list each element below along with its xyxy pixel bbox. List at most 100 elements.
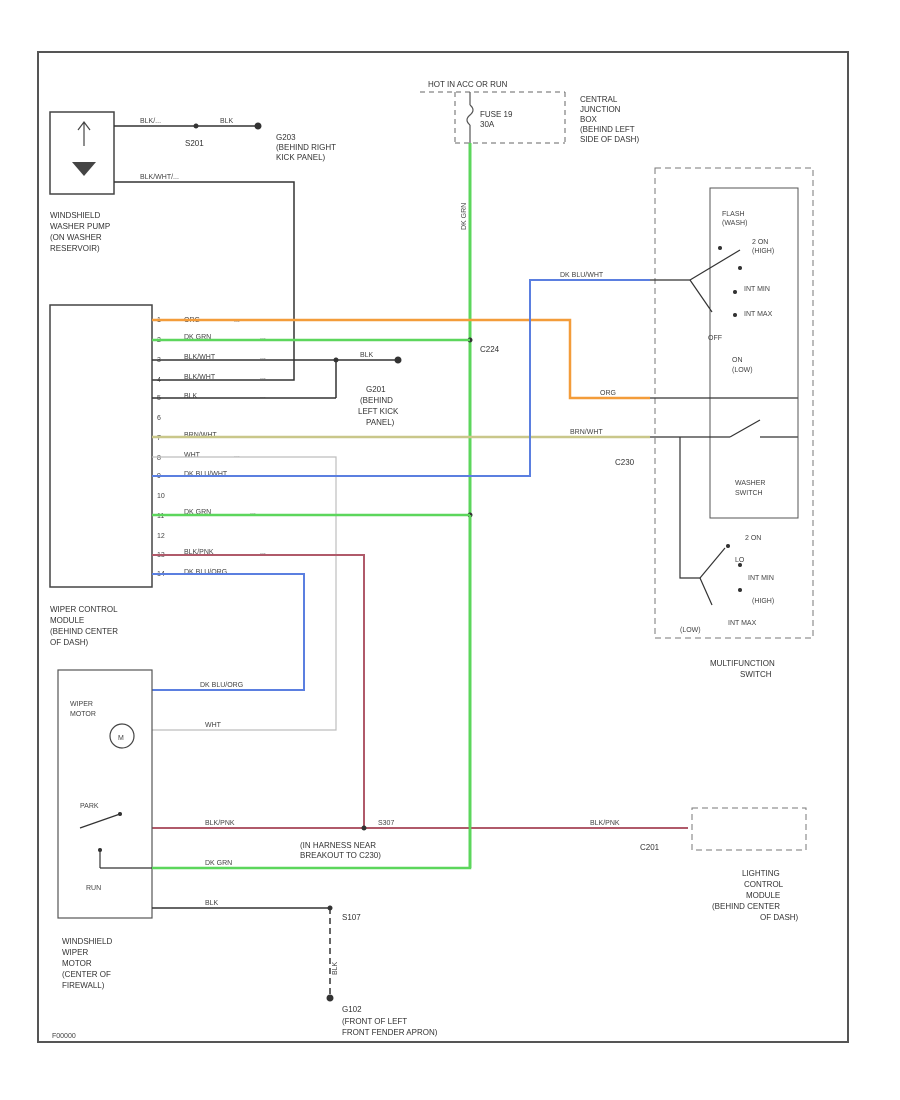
svg-text:DK GRN: DK GRN	[184, 509, 211, 516]
blk-vert-label: BLK	[332, 961, 339, 975]
svg-text:INT MIN: INT MIN	[744, 286, 770, 293]
svg-text:2 ON: 2 ON	[745, 535, 761, 542]
svg-text:DK GRN: DK GRN	[184, 334, 211, 341]
svg-text:...: ...	[284, 569, 290, 576]
svg-text:OFF: OFF	[708, 335, 722, 342]
svg-text:(WASH): (WASH)	[722, 220, 747, 227]
pump-wire2-label: BLK/WHT/...	[140, 174, 179, 181]
svg-text:...: ...	[260, 432, 266, 439]
s201-label: S201	[185, 139, 204, 148]
motor-wire-green-label: DK GRN	[205, 860, 232, 867]
svg-text:WHT: WHT	[184, 452, 201, 459]
motor-wire-brn-label: BLK/PNK	[205, 820, 235, 827]
c201-label: C201	[640, 843, 660, 852]
run-label: RUN	[86, 885, 101, 892]
svg-text:...: ...	[260, 393, 266, 400]
svg-text:INT MAX: INT MAX	[744, 311, 773, 318]
svg-text:MODULE: MODULE	[50, 616, 84, 625]
svg-text:JUNCTION: JUNCTION	[580, 105, 621, 114]
washer-pump-label: WINDSHIELD WASHER PUMP (ON WASHER RESERV…	[50, 211, 110, 253]
svg-text:PANEL): PANEL)	[366, 418, 395, 427]
svg-text:...: ...	[260, 374, 266, 381]
svg-text:WASHER: WASHER	[735, 480, 765, 487]
svg-text:FRONT FENDER APRON): FRONT FENDER APRON)	[342, 1028, 438, 1037]
multifunction-switch-box	[654, 167, 814, 639]
fuse-amp: 30A	[480, 120, 495, 129]
vertical-wire-label: DK GRN	[461, 203, 468, 230]
svg-text:...: ...	[260, 549, 266, 556]
svg-text:(HIGH): (HIGH)	[752, 248, 774, 255]
svg-text:G203: G203	[276, 133, 296, 142]
svg-text:LO: LO	[735, 557, 745, 564]
cjb-label: CENTRAL JUNCTION BOX (BEHIND LEFT SIDE O…	[580, 95, 639, 144]
s307-dot	[361, 825, 367, 831]
pump-return-wire	[114, 181, 295, 381]
svg-text:4: 4	[157, 377, 161, 384]
washer-pump-motor-icon	[72, 121, 96, 176]
svg-text:RESERVOIR): RESERVOIR)	[50, 244, 100, 253]
svg-text:DK BLU/WHT: DK BLU/WHT	[184, 471, 228, 478]
lighting-control-module-box	[691, 807, 807, 851]
svg-text:WIPER CONTROL: WIPER CONTROL	[50, 605, 118, 614]
svg-text:WASHER PUMP: WASHER PUMP	[50, 222, 110, 231]
multifunction-switch-label: MULTIFUNCTION SWITCH	[710, 659, 775, 679]
svg-text:2 ON: 2 ON	[752, 239, 768, 246]
svg-text:SIDE OF DASH): SIDE OF DASH)	[580, 135, 639, 144]
svg-text:10: 10	[157, 493, 165, 500]
svg-text:WINDSHIELD: WINDSHIELD	[50, 211, 100, 220]
mfs-tan-wire-label: BRN/WHT	[570, 429, 603, 436]
svg-text:...: ...	[260, 334, 266, 341]
svg-text:BREAKOUT TO C230): BREAKOUT TO C230)	[300, 851, 381, 860]
svg-text:(ON WASHER: (ON WASHER	[50, 233, 102, 242]
multifunction-inner-box	[709, 187, 799, 519]
motor-wire-white-label: WHT	[205, 722, 222, 729]
svg-text:DK BLU/ORG: DK BLU/ORG	[184, 569, 227, 576]
svg-text:MOTOR: MOTOR	[62, 959, 92, 968]
svg-text:G201: G201	[366, 385, 386, 394]
c224-label: C224	[480, 345, 500, 354]
svg-text:CENTRAL: CENTRAL	[580, 95, 618, 104]
svg-text:WINDSHIELD: WINDSHIELD	[62, 937, 112, 946]
svg-text:(LOW): (LOW)	[680, 627, 701, 634]
diagram-frame	[37, 51, 849, 1043]
g203-ground-icon	[254, 122, 262, 130]
svg-text:FIREWALL): FIREWALL)	[62, 981, 105, 990]
svg-text:BLK/PNK: BLK/PNK	[184, 549, 214, 556]
orange-wire	[152, 318, 650, 400]
svg-text:(IN HARNESS NEAR: (IN HARNESS NEAR	[300, 841, 376, 850]
wiper-control-module-box	[49, 304, 153, 588]
s307-label: S307	[378, 820, 394, 827]
svg-text:FLASH: FLASH	[722, 211, 745, 218]
svg-text:INT MAX: INT MAX	[728, 620, 757, 627]
motor-wire-blue-label: DK BLU/ORG	[200, 682, 243, 689]
hot-label: HOT IN ACC OR RUN	[428, 80, 508, 89]
svg-text:MODULE: MODULE	[746, 891, 780, 900]
g102-label: G102	[342, 1005, 362, 1014]
module-pin-list: 1 2 3 4 5 6 7 8 9 10 11 12 13 14	[157, 317, 165, 578]
lighting-wire-label: BLK/PNK	[590, 820, 620, 827]
s107-label: S107	[342, 913, 361, 922]
wiper-module-label: WIPER CONTROL MODULE (BEHIND CENTER OF D…	[50, 605, 118, 647]
svg-text:(BEHIND CENTER: (BEHIND CENTER	[712, 902, 780, 911]
wiper-motor-inner-label: WIPER MOTOR	[70, 701, 96, 718]
svg-text:(HIGH): (HIGH)	[752, 598, 774, 605]
svg-text:BLK/WHT: BLK/WHT	[184, 374, 216, 381]
svg-text:CONTROL: CONTROL	[744, 880, 784, 889]
svg-text:BLK/WHT: BLK/WHT	[184, 354, 216, 361]
svg-text:...: ...	[260, 354, 266, 361]
svg-text:BLK: BLK	[184, 393, 198, 400]
g201-blk-label: BLK	[360, 352, 374, 359]
blue-wire	[152, 279, 650, 477]
g102-ground-icon	[326, 994, 334, 1002]
mfs-blue-wire-label: DK BLU/WHT	[560, 272, 604, 279]
c230-label: C230	[615, 458, 635, 467]
svg-text:BOX: BOX	[580, 115, 598, 124]
washer-pump-box	[49, 111, 115, 195]
s307-note: (IN HARNESS NEAR BREAKOUT TO C230)	[300, 841, 381, 860]
wiper-motor-box	[57, 669, 153, 919]
svg-text:(LOW): (LOW)	[732, 367, 753, 374]
s201-dot	[193, 123, 199, 129]
g203-label: G203 (BEHIND RIGHT KICK PANEL)	[276, 133, 336, 162]
svg-text:BRN/WHT: BRN/WHT	[184, 432, 217, 439]
